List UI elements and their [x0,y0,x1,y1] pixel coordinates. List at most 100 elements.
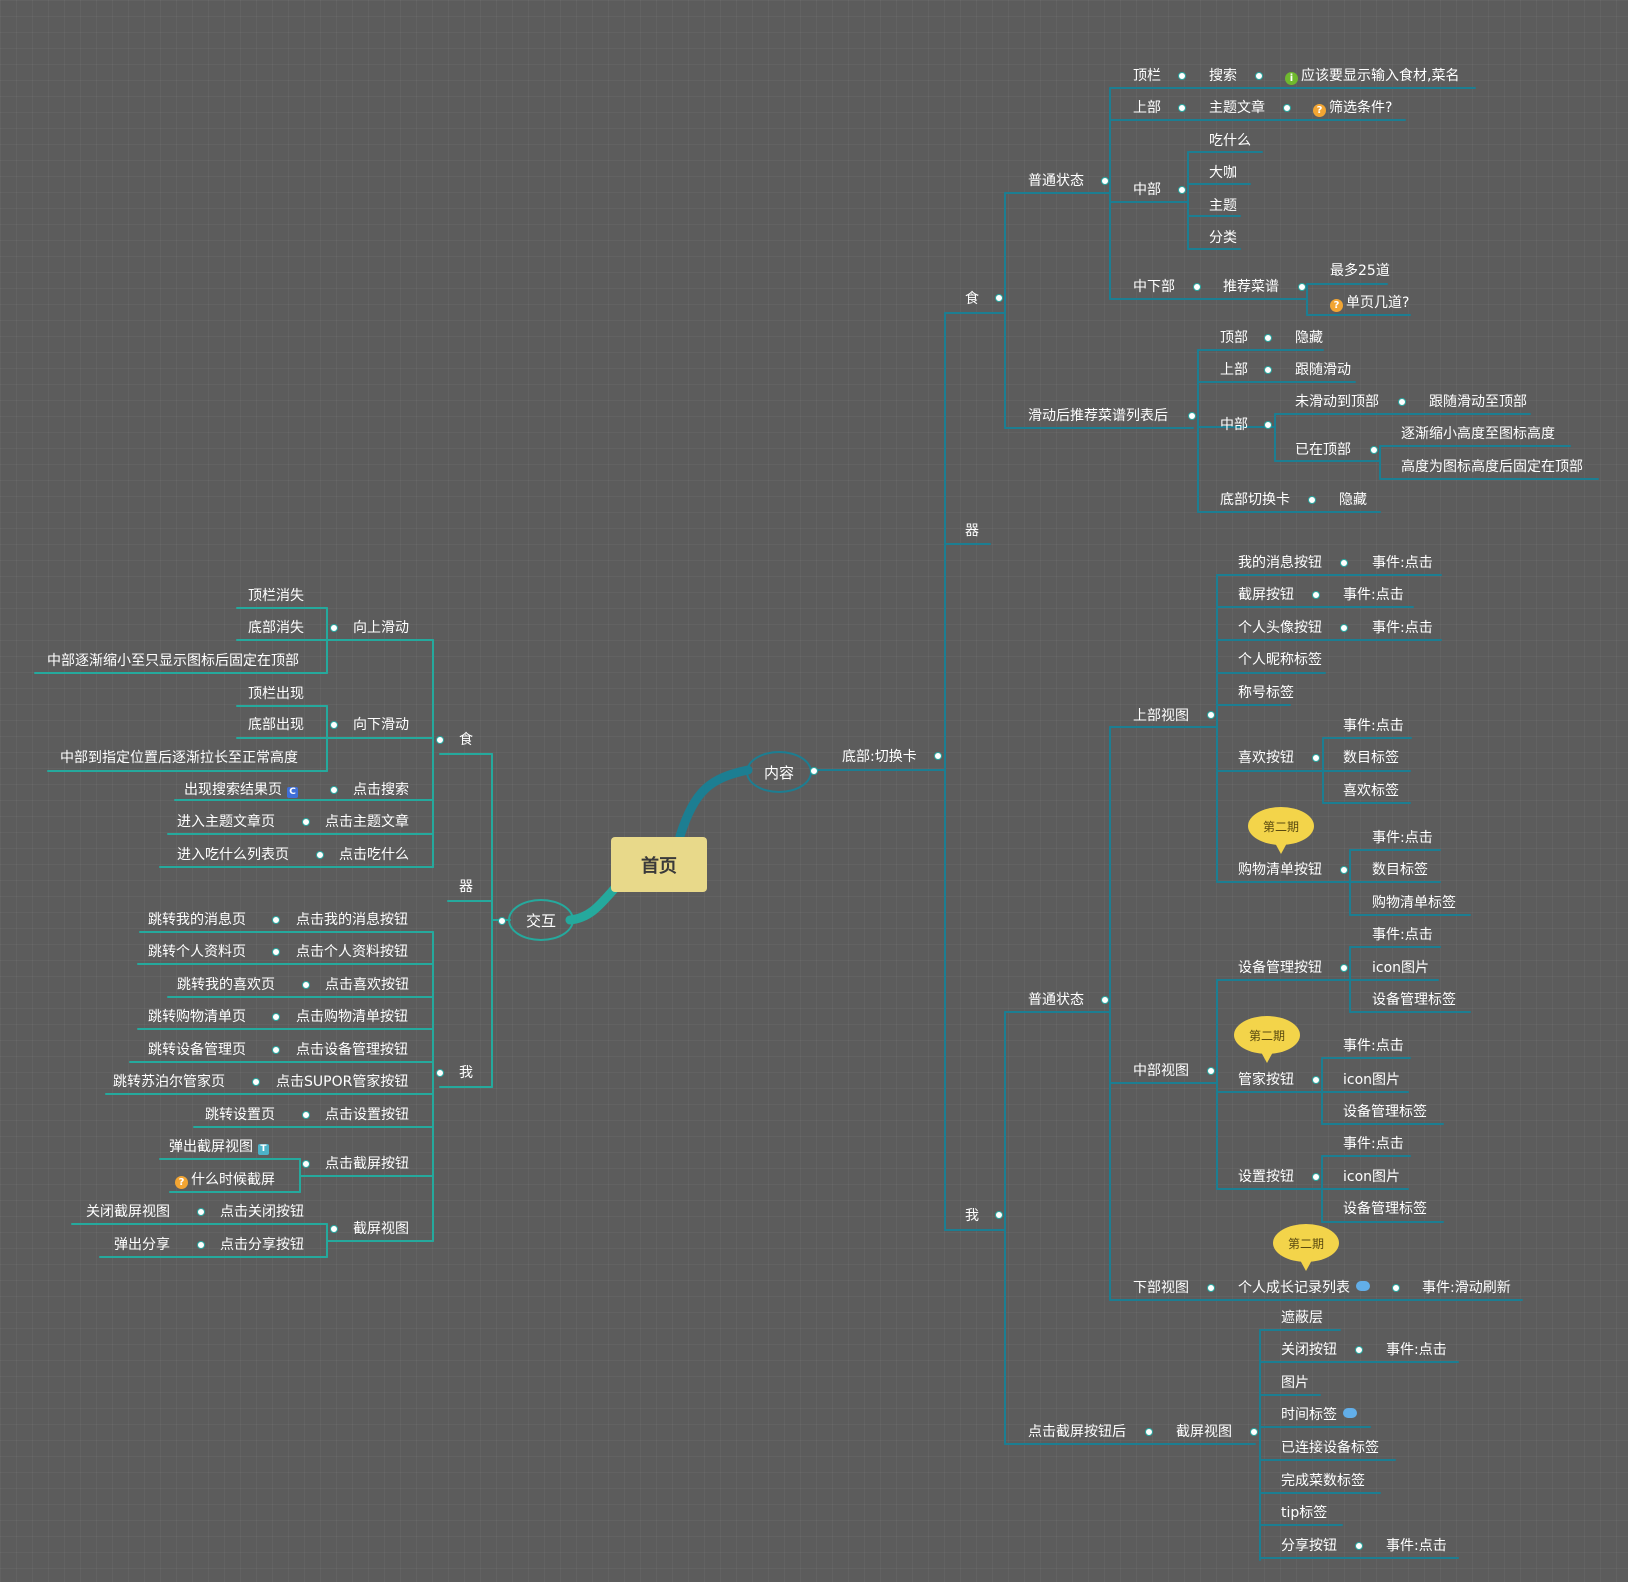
avatar-btn[interactable]: 个人头像按钮 [1238,620,1322,636]
share-btn-event[interactable]: 事件:点击 [1386,1538,1447,1554]
content-me[interactable]: 我 [965,1208,979,1224]
click-like[interactable]: 点击喜欢按钮 [325,977,409,993]
click-screenshot[interactable]: 点击截屏按钮 [325,1156,409,1172]
settings-icon-img[interactable]: icon图片 [1343,1169,1401,1185]
root-node[interactable]: 首页 [611,837,707,892]
steward-icon-img[interactable]: icon图片 [1343,1072,1401,1088]
share-btn[interactable]: 分享按钮 [1281,1538,1337,1554]
like-btn[interactable]: 喜欢按钮 [1238,750,1294,766]
enter-theme[interactable]: 进入主题文章页 [177,814,275,830]
theme-article-node[interactable]: 主题文章 [1209,100,1265,116]
not-at-top[interactable]: 未滑动到顶部 [1295,394,1379,410]
popup-share[interactable]: 弹出分享 [114,1237,170,1253]
category-node[interactable]: 分类 [1209,230,1237,246]
after-scroll-state[interactable]: 滑动后推荐菜谱列表后 [1028,408,1168,424]
like-label[interactable]: 喜欢标签 [1343,783,1399,799]
mid-shrink[interactable]: 中部逐渐缩小至只显示图标后固定在顶部 [47,653,299,669]
scroll-up[interactable]: 向上滑动 [353,620,409,636]
bottom-vanish[interactable]: 底部消失 [248,620,304,636]
screenshot-view-node[interactable]: 截屏视图 [1176,1424,1232,1440]
click-eat[interactable]: 点击吃什么 [339,847,409,863]
bottom-tab-2[interactable]: 底部切换卡 [1220,492,1290,508]
tip-label[interactable]: tip标签 [1281,1505,1328,1521]
scroll-down[interactable]: 向下滑动 [353,717,409,733]
after-screenshot[interactable]: 点击截屏按钮后 [1028,1424,1126,1440]
like-count-label[interactable]: 数目标签 [1343,750,1399,766]
scroll-top-hidden[interactable]: 隐藏 [1295,330,1323,346]
avatar-btn-event[interactable]: 事件:点击 [1372,620,1433,636]
topbar-appear[interactable]: 顶栏出现 [248,686,304,702]
interaction-screenshot-view[interactable]: 截屏视图 [353,1221,409,1237]
to-profile[interactable]: 跳转个人资料页 [148,944,246,960]
fixed-top[interactable]: 高度为图标高度后固定在顶部 [1401,459,1583,475]
mask-layer[interactable]: 遮蔽层 [1281,1310,1323,1326]
shrink-height[interactable]: 逐渐缩小高度至图标高度 [1401,426,1555,442]
settings-btn[interactable]: 设置按钮 [1238,1169,1294,1185]
content-utensil[interactable]: 器 [965,523,979,539]
title-label[interactable]: 称号标签 [1238,685,1294,701]
scroll-upper[interactable]: 上部 [1220,362,1248,378]
close-btn[interactable]: 关闭按钮 [1281,1342,1337,1358]
click-msg[interactable]: 点击我的消息按钮 [296,912,408,928]
interaction-me[interactable]: 我 [459,1065,473,1081]
mid-stretch[interactable]: 中部到指定位置后逐渐拉长至正常高度 [60,750,298,766]
follow-scroll[interactable]: 跟随滑动 [1295,362,1351,378]
lower-view[interactable]: 下部视图 [1133,1280,1189,1296]
middle-node[interactable]: 中部 [1133,182,1161,198]
recommended-node[interactable]: 推荐菜谱 [1223,279,1279,295]
middle-view[interactable]: 中部视图 [1133,1063,1189,1079]
upper-node[interactable]: 上部 [1133,100,1161,116]
click-suppor[interactable]: 点击SUPOR管家按钮 [276,1074,409,1090]
to-suppor[interactable]: 跳转苏泊尔管家页 [113,1074,225,1090]
content-bottom-tab[interactable]: 底部:切换卡 [842,749,917,765]
interaction-node[interactable]: 交互 [508,899,574,941]
click-theme[interactable]: 点击主题文章 [325,814,409,830]
device-btn[interactable]: 设备管理按钮 [1238,960,1322,976]
screenshot-btn[interactable]: 截屏按钮 [1238,587,1294,603]
click-profile[interactable]: 点击个人资料按钮 [296,944,408,960]
time-label[interactable]: 时间标签 [1281,1406,1357,1424]
search-node[interactable]: 搜索 [1209,68,1237,84]
at-top[interactable]: 已在顶部 [1295,442,1351,458]
top-bar[interactable]: 顶栏 [1133,68,1161,84]
theme-node[interactable]: 主题 [1209,198,1237,214]
cart-btn[interactable]: 购物清单按钮 [1238,862,1322,878]
device-label[interactable]: 设备管理标签 [1372,992,1456,1008]
click-close[interactable]: 点击关闭按钮 [220,1204,304,1220]
image-node[interactable]: 图片 [1281,1375,1309,1391]
scroll-middle[interactable]: 中部 [1220,417,1248,433]
steward-label[interactable]: 设备管理标签 [1343,1104,1427,1120]
device-btn-event[interactable]: 事件:点击 [1372,927,1433,943]
done-count-label[interactable]: 完成菜数标签 [1281,1473,1365,1489]
cart-btn-event[interactable]: 事件:点击 [1372,830,1433,846]
click-search[interactable]: 点击搜索 [353,782,409,798]
filter-note[interactable]: ?筛选条件? [1313,99,1392,117]
scroll-top[interactable]: 顶部 [1220,330,1248,346]
msg-btn[interactable]: 我的消息按钮 [1238,555,1322,571]
nickname-label[interactable]: 个人昵称标签 [1238,652,1322,668]
to-like[interactable]: 跳转我的喜欢页 [177,977,275,993]
click-cart[interactable]: 点击购物清单按钮 [296,1009,408,1025]
close-btn-event[interactable]: 事件:点击 [1386,1342,1447,1358]
food-normal-state[interactable]: 普通状态 [1028,173,1084,189]
bottom-tab-hidden[interactable]: 隐藏 [1339,492,1367,508]
steward-btn-event[interactable]: 事件:点击 [1343,1038,1404,1054]
steward-btn[interactable]: 管家按钮 [1238,1072,1294,1088]
per-page-note[interactable]: ?单页几道? [1330,294,1409,312]
to-device[interactable]: 跳转设备管理页 [148,1042,246,1058]
device-icon-img[interactable]: icon图片 [1372,960,1430,976]
to-settings[interactable]: 跳转设置页 [205,1107,275,1123]
max-25[interactable]: 最多25道 [1330,263,1390,279]
growth-list[interactable]: 个人成长记录列表 [1238,1279,1370,1297]
topbar-vanish[interactable]: 顶栏消失 [248,588,304,604]
follow-to-top[interactable]: 跟随滑动至顶部 [1429,394,1527,410]
big-coffee[interactable]: 大咖 [1209,165,1237,181]
me-normal-state[interactable]: 普通状态 [1028,992,1084,1008]
interaction-utensil[interactable]: 器 [459,879,473,895]
cart-label[interactable]: 购物清单标签 [1372,895,1456,911]
msg-btn-event[interactable]: 事件:点击 [1372,555,1433,571]
like-btn-event[interactable]: 事件:点击 [1343,718,1404,734]
